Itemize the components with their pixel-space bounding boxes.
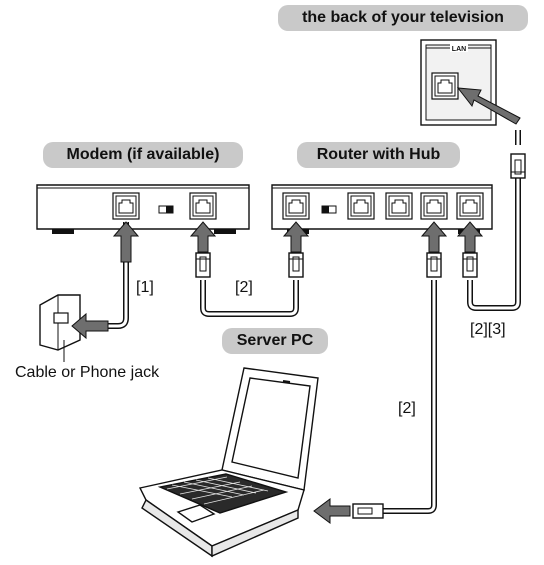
plug-pc-end bbox=[352, 503, 384, 519]
router-port-3 bbox=[420, 192, 448, 220]
laptop-illustration bbox=[138, 367, 319, 558]
arrow-modem-lan bbox=[189, 221, 217, 253]
tv-back-label: the back of your television bbox=[278, 5, 528, 31]
arrow-modem-line bbox=[112, 221, 140, 263]
arrow-tv-lan bbox=[456, 87, 521, 125]
arrow-router-tv bbox=[456, 221, 484, 253]
modem-port-line bbox=[112, 192, 140, 220]
router-port-4 bbox=[456, 192, 484, 220]
plug-tv-end bbox=[510, 153, 526, 179]
arrow-router-pc bbox=[420, 221, 448, 253]
arrow-pc bbox=[313, 498, 351, 524]
plug-router-pc bbox=[426, 252, 442, 278]
plug-router-tv bbox=[462, 252, 478, 278]
cable-modem-router bbox=[200, 280, 299, 317]
cable-label-1: [1] bbox=[136, 279, 154, 296]
jack-label: Cable or Phone jack bbox=[15, 364, 160, 381]
cable-label-2-3-tv: [2][3] bbox=[470, 321, 506, 338]
plug-modem-lan bbox=[195, 252, 211, 278]
modem-port-lan bbox=[189, 192, 217, 220]
arrow-jack bbox=[71, 312, 109, 340]
router-label: Router with Hub bbox=[297, 142, 460, 168]
cable-router-tv bbox=[467, 130, 521, 311]
arrow-router-wan bbox=[282, 221, 310, 253]
lan-port-label: LAN bbox=[452, 46, 466, 53]
modem-device bbox=[36, 184, 250, 234]
router-port-wan bbox=[282, 192, 310, 220]
tv-back-panel: LAN bbox=[420, 39, 497, 126]
cable-router-pc bbox=[382, 280, 437, 514]
router-device bbox=[271, 184, 493, 234]
wall-jack bbox=[39, 294, 81, 362]
plug-router-wan bbox=[288, 252, 304, 278]
server-pc-label: Server PC bbox=[222, 328, 328, 354]
router-port-1 bbox=[347, 192, 375, 220]
router-port-2 bbox=[385, 192, 413, 220]
cable-label-2-modem-router: [2] bbox=[235, 279, 253, 296]
tv-lan-port bbox=[431, 72, 459, 100]
modem-label: Modem (if available) bbox=[43, 142, 243, 168]
cable-label-2-pc: [2] bbox=[398, 400, 416, 417]
cable-modem-jack bbox=[80, 222, 129, 329]
